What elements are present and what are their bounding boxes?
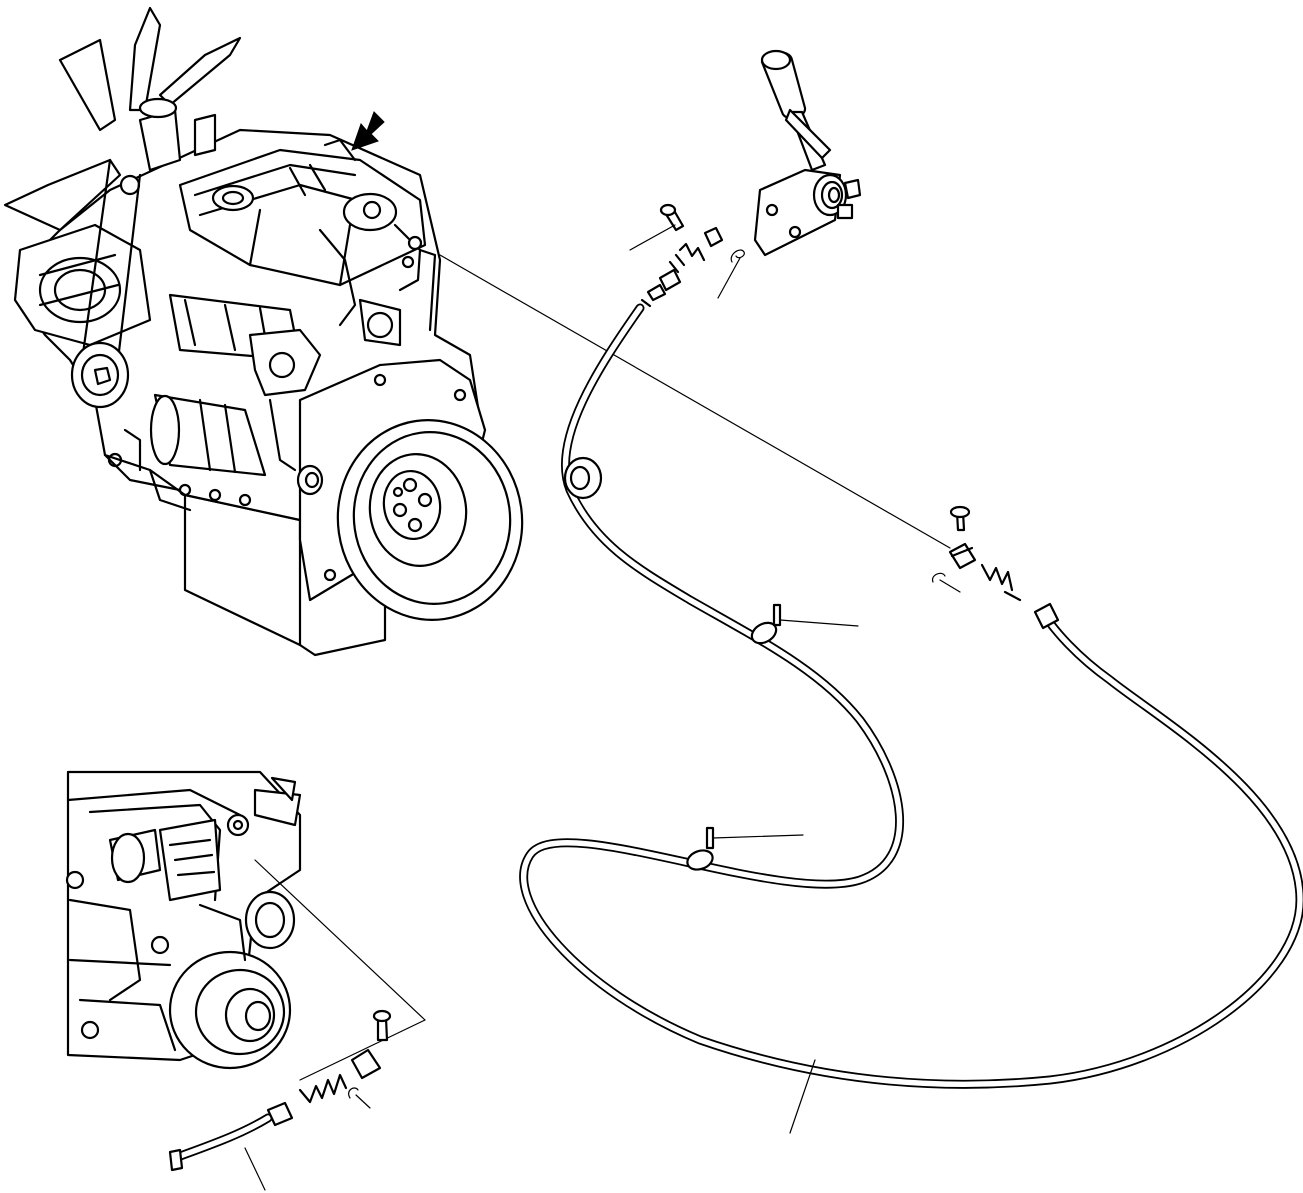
throttle-lever <box>753 49 862 257</box>
throttle-cable <box>519 226 1303 1089</box>
leader-line <box>439 254 951 549</box>
cable-clamp <box>750 603 782 645</box>
engine-assembly <box>3 6 524 657</box>
cotter-pin <box>348 1087 371 1109</box>
engine-detail-inset <box>65 770 302 1070</box>
clevis-pin <box>659 203 685 232</box>
clevis-pin <box>372 1009 392 1042</box>
throttle-cable <box>168 1048 382 1172</box>
cotter-pin <box>730 249 745 263</box>
cable-clamp <box>686 826 715 871</box>
clevis-pin <box>949 505 971 532</box>
arrow-indicator <box>351 111 385 151</box>
cotter-pin <box>931 572 961 593</box>
